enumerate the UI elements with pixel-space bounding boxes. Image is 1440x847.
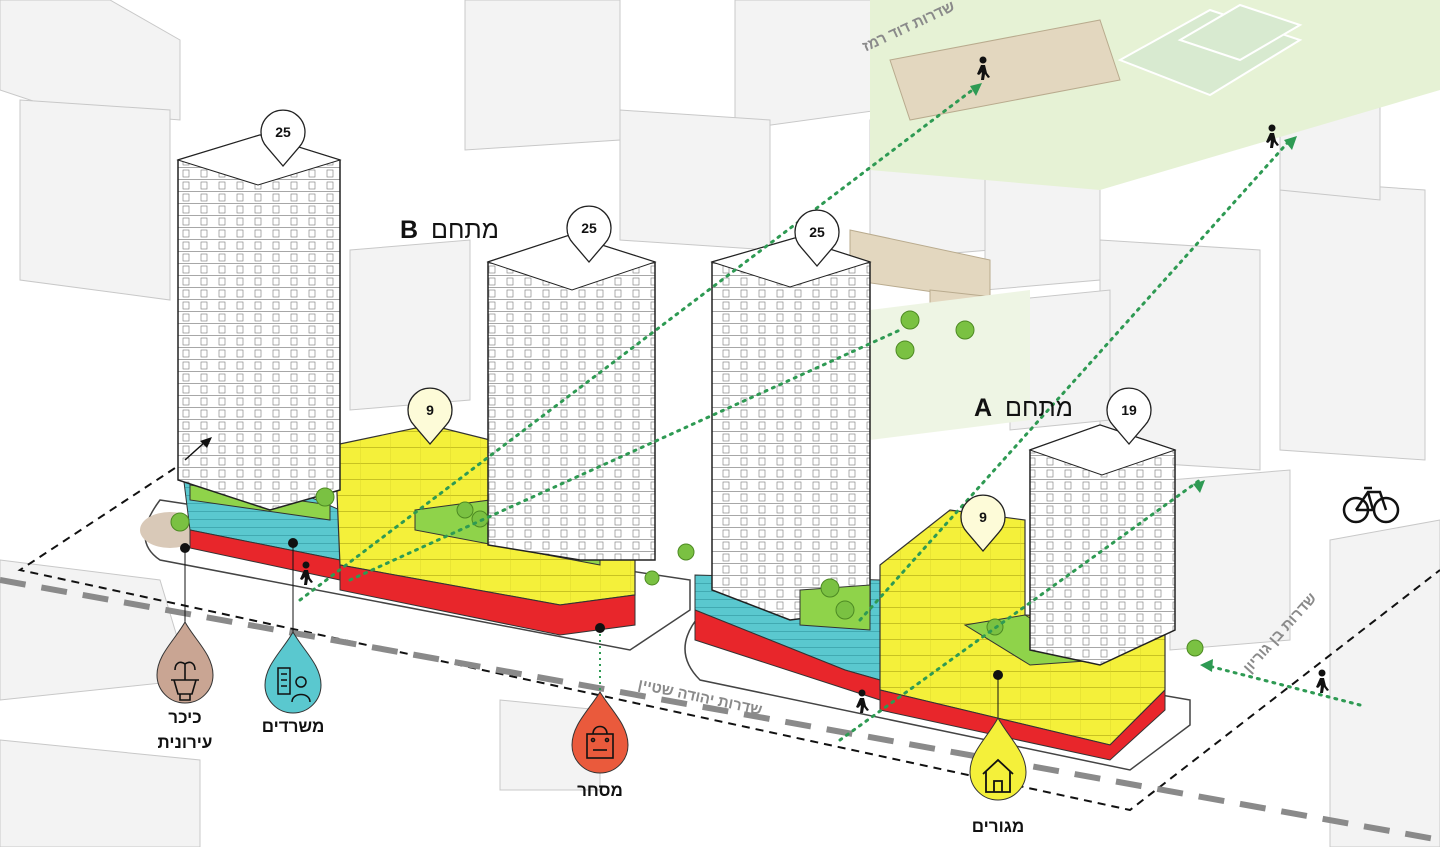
floor-pin-b-tower-2: 25 xyxy=(566,205,612,264)
shopping-bag-icon xyxy=(586,725,614,759)
pedestrian-icon xyxy=(300,56,1329,713)
floor-count-pins: 25 25 25 19 9 9 xyxy=(260,109,1152,553)
bicycle-icon xyxy=(1342,486,1400,524)
legend-label-offices: משרדים xyxy=(250,714,336,739)
a-tower-2 xyxy=(1028,424,1177,666)
legend-label-urban-square: כיכר עירונית xyxy=(145,705,225,755)
floor-pin-b-podium: 9 xyxy=(407,387,453,446)
floor-pin-marker xyxy=(960,494,1006,553)
urban-square-droplet xyxy=(156,620,214,704)
legend-anchor-dots xyxy=(180,538,1003,680)
retail-droplet xyxy=(571,691,629,774)
legend-leaders xyxy=(184,543,999,718)
office-worker-icon xyxy=(277,667,311,703)
trees xyxy=(170,310,1204,657)
legend-label-offices-line1: משרדים xyxy=(261,717,325,736)
legend-droplets xyxy=(156,620,1027,801)
a-tower-1 xyxy=(710,237,872,621)
legend-label-retail: מסחר xyxy=(560,778,640,803)
zone-title-a-letter: A xyxy=(974,394,993,422)
floor-pin-number: 25 xyxy=(581,220,597,236)
offices-droplet xyxy=(264,630,322,714)
floor-pin-number: 19 xyxy=(1121,402,1137,418)
legend-label-urban-square-line2: עירונית xyxy=(157,733,213,752)
floor-pin-a-tower-1: 25 xyxy=(794,209,840,268)
floor-pin-marker xyxy=(1106,387,1152,446)
zone-title-a-name: מתחם xyxy=(1005,394,1073,422)
site-boundary xyxy=(0,444,1440,843)
b-tower-2 xyxy=(486,234,657,561)
zone-title-b-name: מתחם xyxy=(431,216,499,244)
house-icon xyxy=(982,758,1014,793)
floor-pin-a-podium: 9 xyxy=(960,494,1006,553)
floor-pin-b-tower-1: 25 xyxy=(260,109,306,168)
legend-label-residential-line1: מגורים xyxy=(971,817,1025,836)
zone-title-b-letter: B xyxy=(400,216,419,244)
legend-label-retail-line1: מסחר xyxy=(577,781,623,800)
floor-pin-marker xyxy=(407,387,453,446)
floor-pin-a-tower-2: 19 xyxy=(1106,387,1152,446)
path-arrow-heads xyxy=(970,83,1297,672)
floor-pin-marker xyxy=(794,209,840,268)
zone-title-a: מתחם A xyxy=(974,394,1073,423)
floor-pin-number: 25 xyxy=(809,224,825,240)
legend-label-urban-square-line1: כיכר xyxy=(168,708,202,727)
entry-arrow xyxy=(184,437,212,461)
floor-pin-number: 9 xyxy=(979,509,987,525)
b-tower-1 xyxy=(176,134,342,511)
pedestrian-paths xyxy=(298,86,1362,742)
floor-pin-marker xyxy=(566,205,612,264)
floor-pin-number: 25 xyxy=(275,124,291,140)
floor-pin-marker xyxy=(260,109,306,168)
fountain-icon xyxy=(171,661,199,701)
zone-title-b: מתחם B xyxy=(400,216,499,245)
residential-droplet xyxy=(969,716,1027,801)
legend-label-residential: מגורים xyxy=(955,814,1041,839)
floor-pin-number: 9 xyxy=(426,402,434,418)
